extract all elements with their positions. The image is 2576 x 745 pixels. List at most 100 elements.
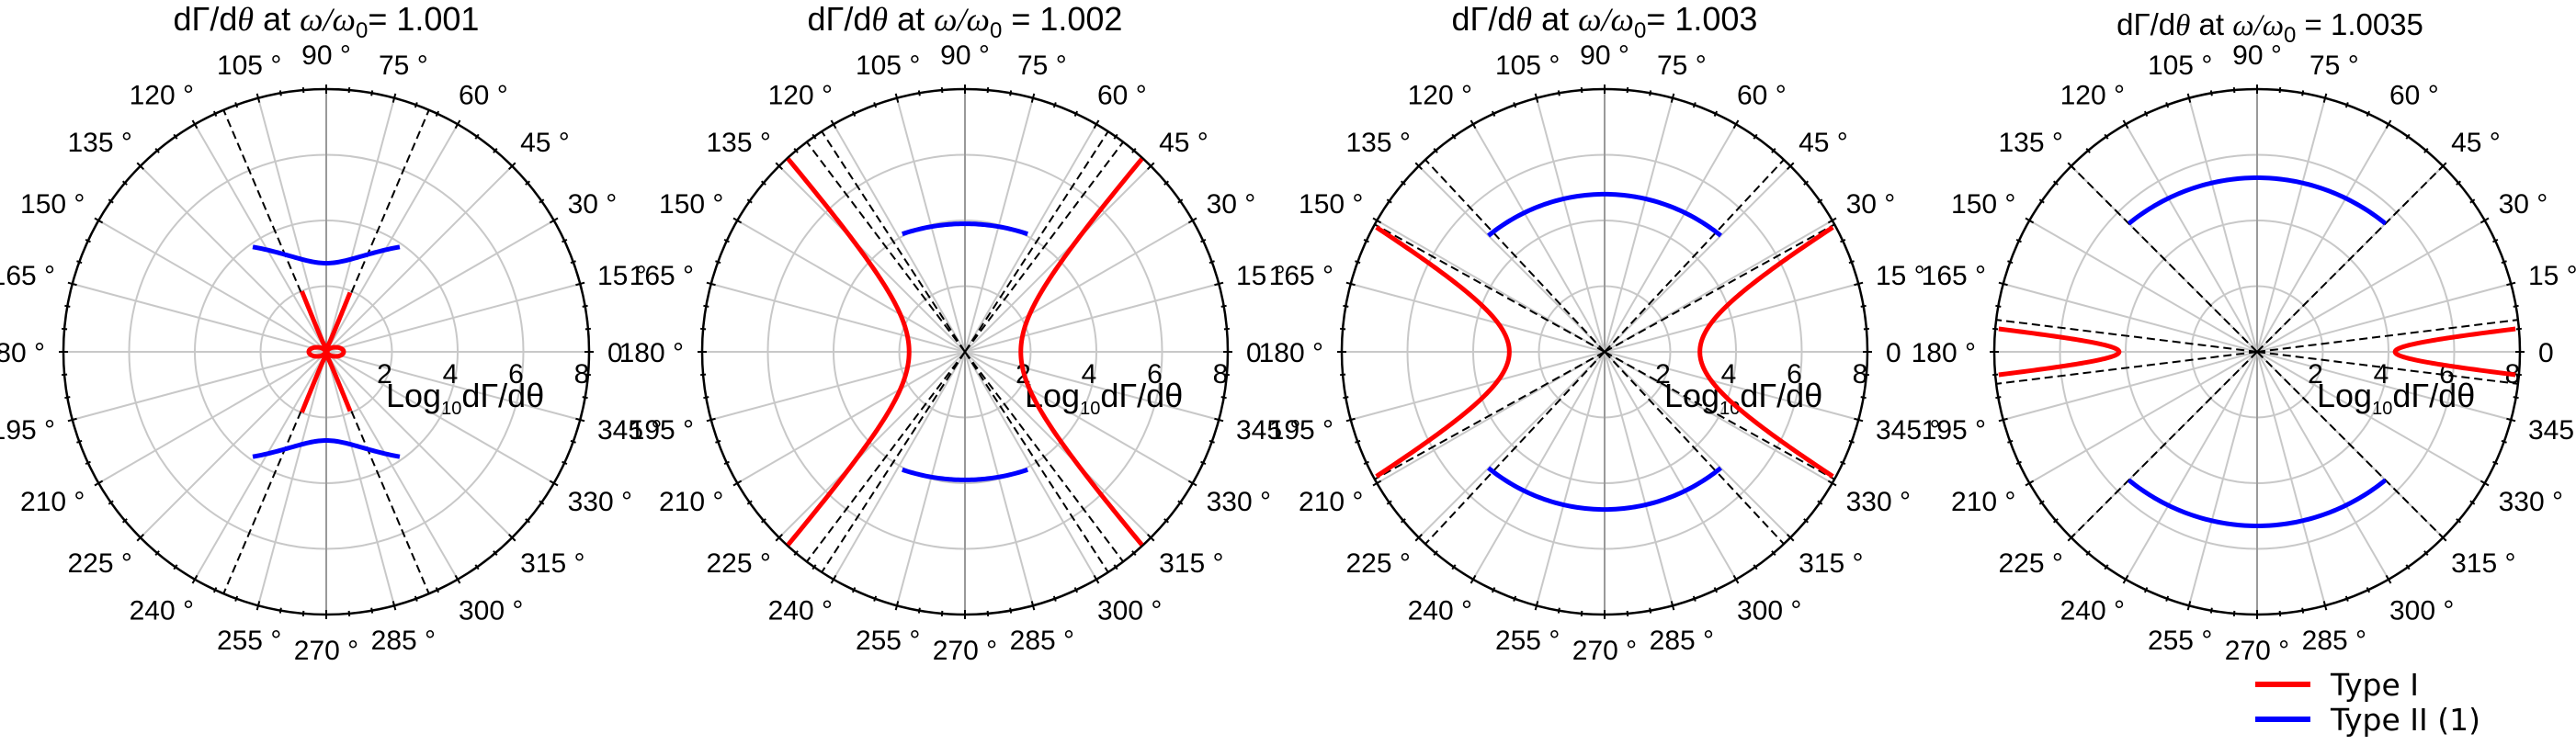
- angle-label: 240 °: [130, 596, 194, 626]
- angle-label: 15 °: [2528, 261, 2576, 291]
- angle-label: 105 °: [217, 51, 281, 81]
- radial-axis-label: Log10dΓ/dθ: [1025, 377, 1183, 419]
- angle-label: 90 °: [301, 40, 351, 71]
- type2-curve: [252, 244, 401, 265]
- angle-label: 210 °: [1951, 487, 2015, 517]
- angle-label: 210 °: [1299, 487, 1363, 517]
- angle-label: 270 °: [1572, 636, 1637, 666]
- angle-label: 45 °: [1159, 128, 1209, 158]
- angle-label: 285 °: [2302, 626, 2366, 656]
- angle-label: 300 °: [2389, 596, 2454, 626]
- angle-label: 270 °: [2225, 636, 2289, 666]
- angle-label: 195 °: [0, 415, 55, 446]
- angle-label: 210 °: [20, 487, 85, 517]
- radial-tick-label: 4: [2374, 359, 2389, 389]
- type2-curve: [2127, 478, 2388, 528]
- angle-label: 195 °: [630, 415, 694, 446]
- angle-label: 105 °: [856, 51, 920, 81]
- angle-label: 90 °: [940, 40, 990, 71]
- angle-label: 120 °: [1408, 80, 1472, 110]
- angle-label: 30 °: [1207, 189, 1256, 220]
- panel-title-2: dΓ/dθ at ω/ω0 = 1.002: [807, 0, 1123, 43]
- angle-label: 315 °: [1799, 548, 1863, 579]
- type1-curve: [1998, 326, 2122, 378]
- type1-curve: [1375, 225, 1512, 479]
- angle-label: 15 °: [1876, 261, 1925, 291]
- angle-label: 120 °: [2060, 80, 2125, 110]
- angle-label: 150 °: [20, 189, 85, 220]
- polar-panel-1: 015 °30 °45 °60 °75 °90 °105 °120 °135 °…: [0, 40, 662, 666]
- angle-label: 15 °: [1236, 261, 1286, 291]
- angle-label: 165 °: [0, 261, 55, 291]
- panel-title-1: dΓ/dθ at ω/ω0= 1.001: [173, 0, 480, 43]
- type2-curve: [252, 438, 401, 459]
- angle-label: 225 °: [1346, 548, 1411, 579]
- radial-tick-label: 6: [1787, 359, 1802, 389]
- angle-label: 135 °: [707, 128, 771, 158]
- angle-label: 255 °: [1495, 626, 1560, 656]
- angle-label: 120 °: [768, 80, 833, 110]
- type2-curve: [902, 467, 1028, 482]
- angle-label: 315 °: [1159, 548, 1223, 579]
- angle-label: 195 °: [1269, 415, 1333, 446]
- angle-label: 300 °: [1097, 596, 1162, 626]
- type2-curve: [1487, 466, 1722, 513]
- angle-label: 75 °: [2309, 51, 2359, 81]
- angle-label: 120 °: [130, 80, 194, 110]
- angle-label: 165 °: [1269, 261, 1333, 291]
- angle-label: 285 °: [371, 626, 436, 656]
- type1-curve: [1018, 157, 1144, 547]
- angle-label: 285 °: [1650, 626, 1714, 656]
- radial-axis-label: Log10dΓ/dθ: [2317, 377, 2475, 419]
- angle-label: 0: [607, 338, 623, 368]
- type2-curve: [902, 221, 1028, 237]
- radial-tick-label: 4: [1082, 359, 1097, 389]
- angle-label: 0: [1246, 338, 1262, 368]
- angle-label: 180 °: [0, 338, 45, 368]
- radial-tick-label: 8: [1853, 359, 1868, 389]
- angle-label: 345 °: [1236, 415, 1300, 446]
- radial-axis-label: Log10dΓ/dθ: [386, 377, 544, 419]
- legend: Type I Type II (1): [2242, 667, 2480, 738]
- angle-label: 150 °: [1299, 189, 1363, 220]
- angle-label: 240 °: [1408, 596, 1472, 626]
- angle-label: 315 °: [520, 548, 584, 579]
- panel-title-3: dΓ/dθ at ω/ω0= 1.003: [1451, 0, 1758, 43]
- type1-curve: [2392, 326, 2516, 378]
- angle-label: 240 °: [768, 596, 833, 626]
- angle-label: 45 °: [520, 128, 570, 158]
- angle-label: 60 °: [459, 80, 508, 110]
- angle-label: 225 °: [68, 548, 132, 579]
- angle-label: 60 °: [2389, 80, 2439, 110]
- angle-label: 75 °: [1017, 51, 1067, 81]
- radial-tick-label: 4: [1721, 359, 1737, 389]
- polar-panel-2: 015 °30 °45 °60 °75 °90 °105 °120 °135 °…: [619, 40, 1301, 666]
- angle-label: 270 °: [294, 636, 358, 666]
- angle-label: 105 °: [2148, 51, 2212, 81]
- polar-panel-4: 015 °30 °45 °60 °75 °90 °105 °120 °135 °…: [1912, 40, 2576, 666]
- radial-tick-label: 4: [443, 359, 459, 389]
- angle-label: 90 °: [1580, 40, 1629, 71]
- angle-label: 300 °: [1737, 596, 1801, 626]
- angle-label: 255 °: [217, 626, 281, 656]
- angle-label: 165 °: [630, 261, 694, 291]
- angle-label: 0: [2538, 338, 2554, 368]
- angle-label: 45 °: [2451, 128, 2501, 158]
- angle-label: 330 °: [2499, 487, 2563, 517]
- angle-label: 345 °: [1876, 415, 1940, 446]
- panel-title-4: dΓ/dθ at ω/ω0 = 1.0035: [2116, 7, 2423, 48]
- legend-label-type2: Type II (1): [2331, 701, 2480, 738]
- angle-label: 90 °: [2232, 40, 2282, 71]
- angle-label: 210 °: [659, 487, 723, 517]
- angle-label: 165 °: [1922, 261, 1986, 291]
- legend-item-type2: Type II (1): [2242, 701, 2480, 738]
- angle-label: 135 °: [1999, 128, 2063, 158]
- radial-tick-label: 2: [1655, 359, 1671, 389]
- radial-tick-label: 8: [1213, 359, 1229, 389]
- radial-tick-label: 6: [508, 359, 524, 389]
- angle-label: 180 °: [619, 338, 684, 368]
- angle-label: 150 °: [1951, 189, 2015, 220]
- radial-tick-label: 2: [377, 359, 392, 389]
